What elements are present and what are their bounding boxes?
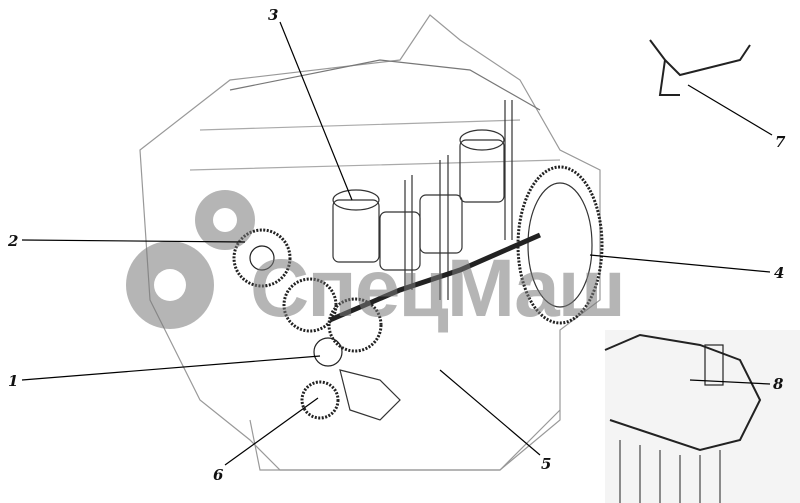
inset-part-7	[649, 39, 751, 96]
oil-pump	[339, 369, 401, 421]
callout-7: 7	[775, 133, 786, 151]
watermark-gear-logo	[126, 190, 255, 329]
crankshaft	[329, 232, 542, 323]
engine-block-outline	[139, 14, 601, 471]
oil-sump	[249, 409, 561, 471]
leader-5	[439, 369, 541, 456]
flywheel	[516, 165, 604, 325]
watermark-text: СпецМаш	[250, 243, 626, 334]
leader-8	[689, 379, 771, 385]
callout-8: 8	[773, 375, 784, 393]
leader-lines	[21, 21, 773, 466]
pistons	[332, 129, 505, 271]
inset-part-8	[604, 330, 800, 503]
leader-7	[687, 84, 773, 136]
callout-6: 6	[213, 466, 224, 484]
callout-3: 3	[268, 6, 279, 24]
leader-6	[224, 397, 319, 466]
callout-2: 2	[8, 232, 19, 250]
push-rods	[404, 100, 513, 300]
leader-4	[589, 254, 771, 273]
callout-1: 1	[8, 372, 19, 390]
callout-5: 5	[541, 455, 552, 473]
intake-manifold	[229, 59, 541, 111]
timing-gears	[232, 228, 383, 420]
leader-2	[21, 239, 246, 243]
callout-4: 4	[774, 264, 785, 282]
leader-3	[279, 21, 353, 201]
leader-1	[21, 355, 321, 381]
